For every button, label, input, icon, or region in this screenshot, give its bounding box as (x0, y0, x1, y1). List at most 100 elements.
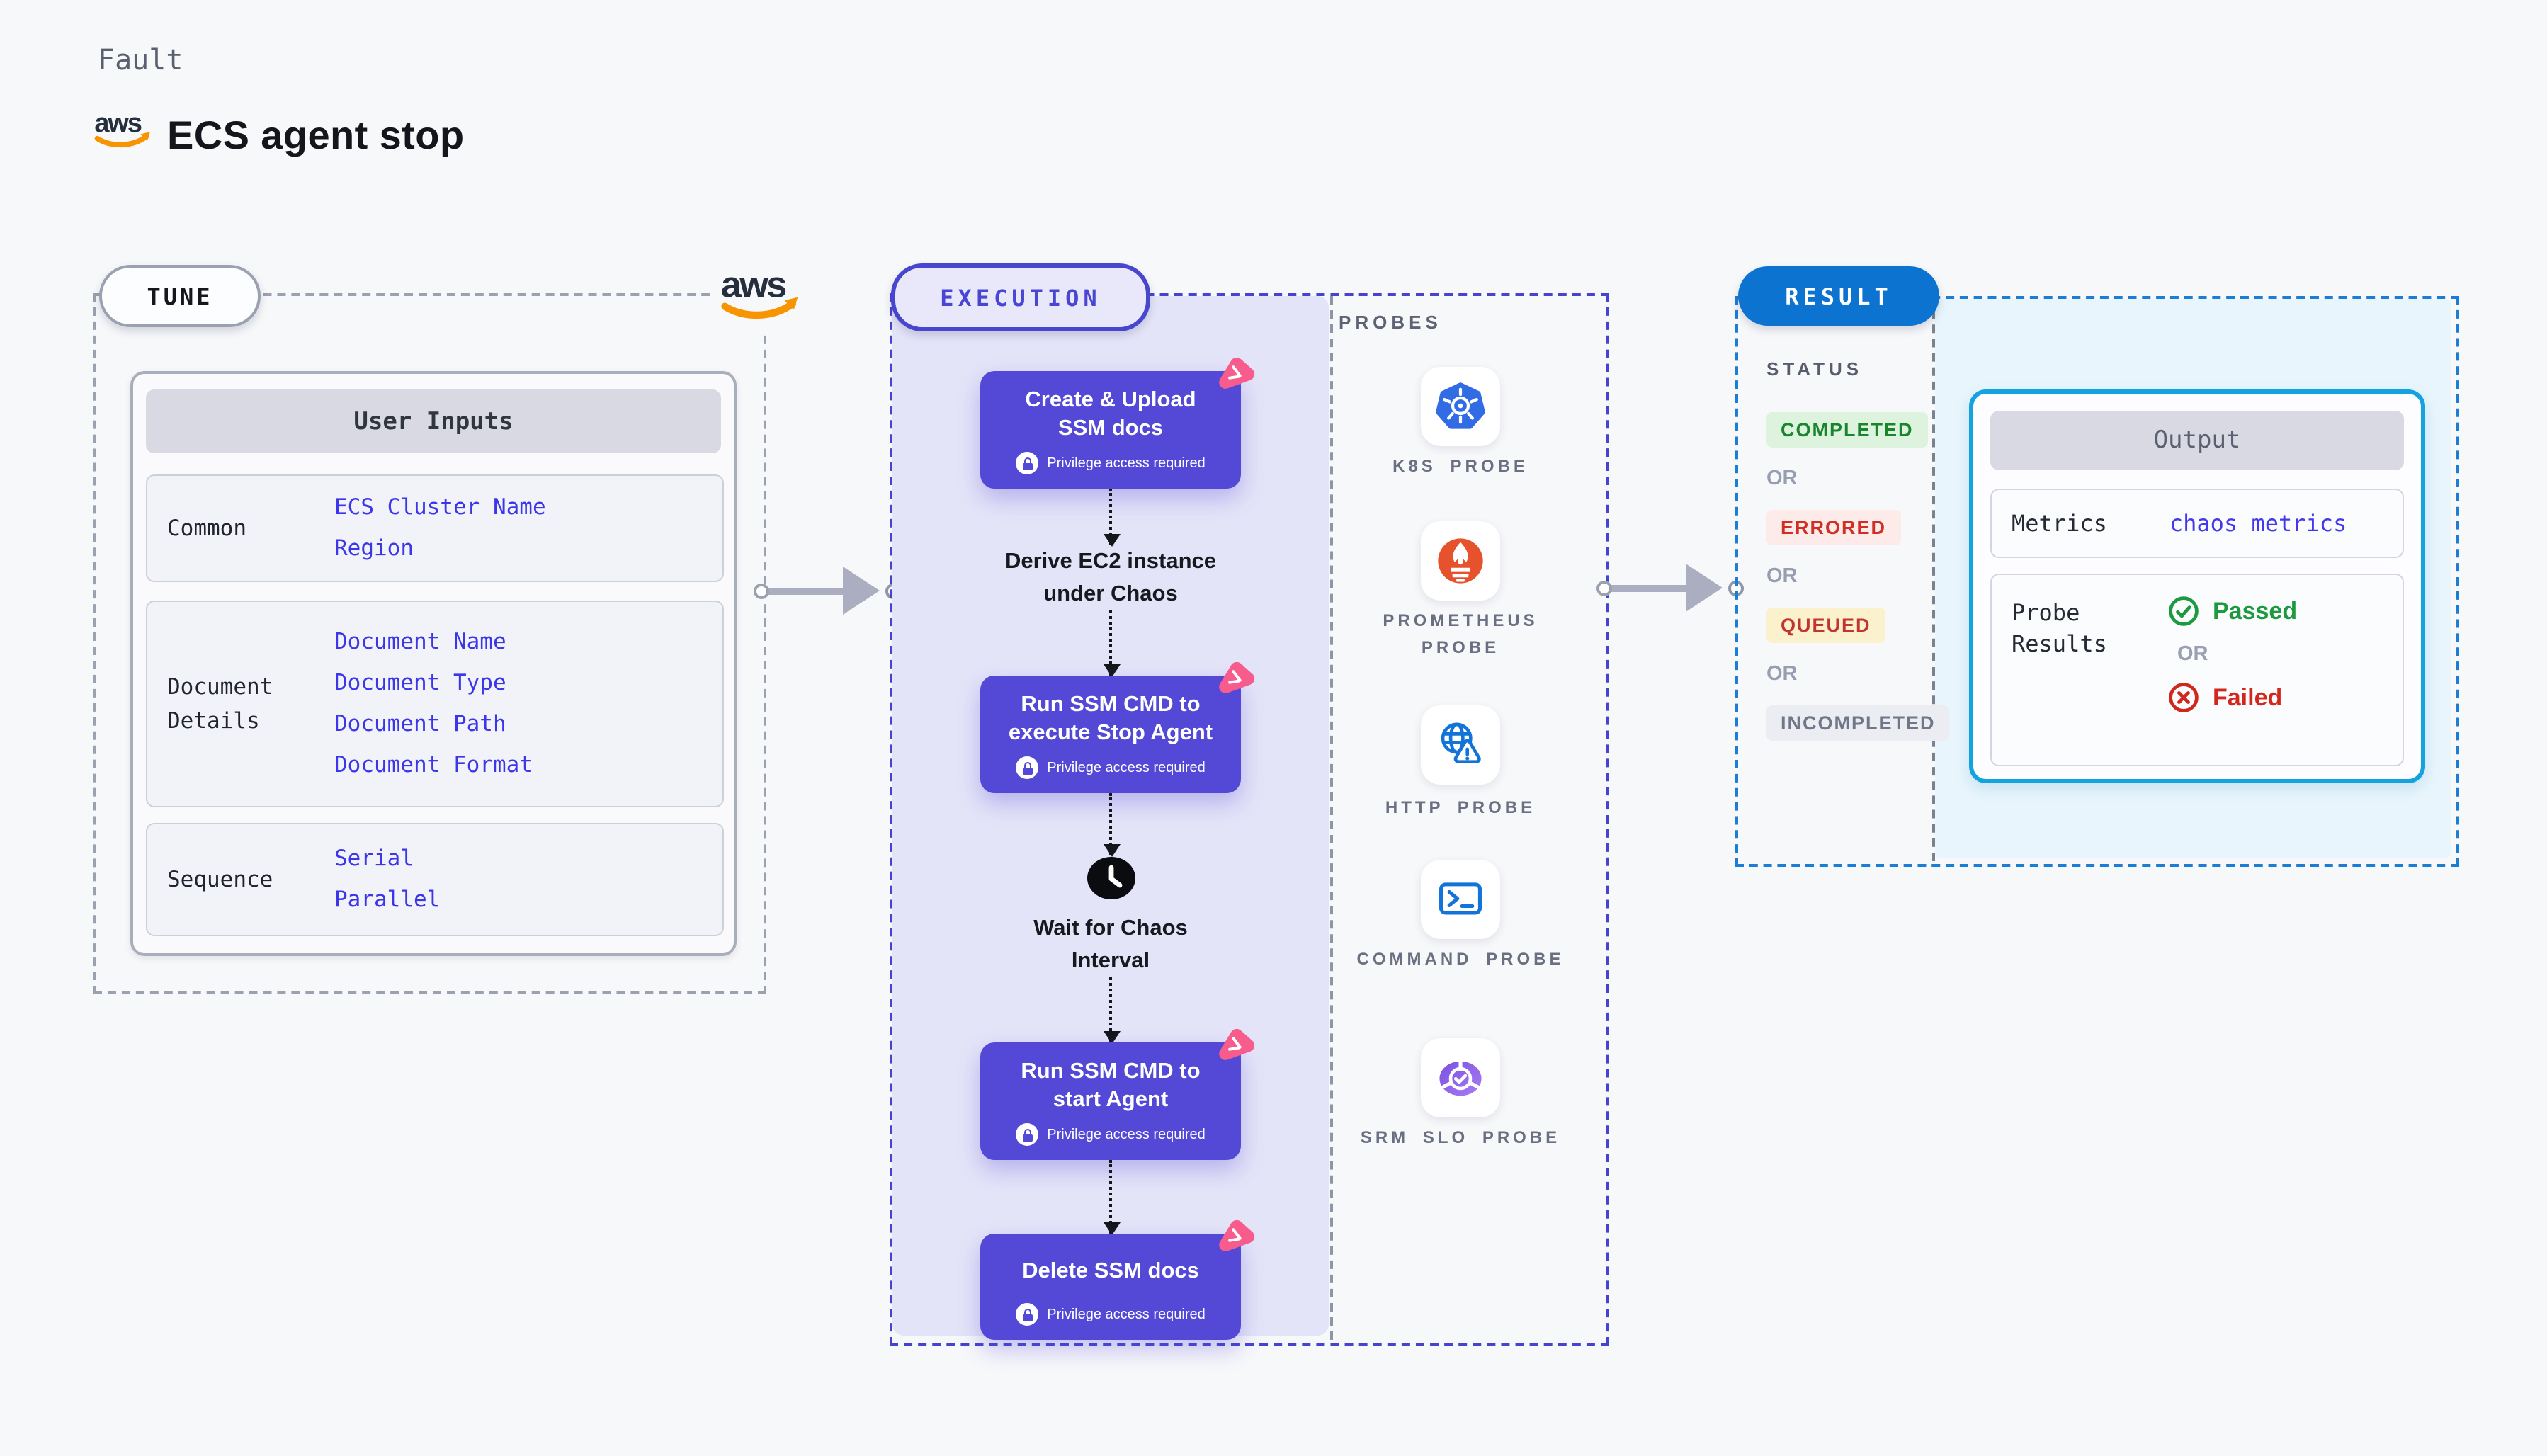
flow-connector-arrow (1104, 610, 1121, 677)
input-row-common: Common ECS Cluster Name Region (146, 474, 724, 582)
input-link[interactable]: ECS Cluster Name (334, 494, 546, 520)
input-row-values: ECS Cluster Name Region (334, 494, 546, 561)
probe-label: PROMETHEUS PROBE (1383, 610, 1538, 657)
result-section-label: RESULT (1738, 266, 1939, 326)
chaos-fault-icon (1219, 1028, 1255, 1060)
or-separator: OR (2177, 643, 2208, 666)
x-circle-icon (2169, 683, 2199, 712)
step-title: Run SSM CMD to start Agent (1021, 1059, 1201, 1112)
or-separator: OR (1766, 663, 1798, 686)
flow-connector-arrow (1104, 489, 1121, 547)
svg-text:aws: aws (721, 265, 785, 306)
execution-flow: Create & Upload SSM docs Privilege acces… (892, 296, 1329, 1340)
or-separator: OR (1766, 467, 1798, 490)
chaos-fault-icon (1219, 357, 1255, 389)
privilege-note: Privilege access required (992, 1303, 1230, 1326)
privilege-note: Privilege access required (992, 1123, 1230, 1146)
slo-donut-icon (1439, 1060, 1482, 1096)
input-link[interactable]: Serial (334, 846, 414, 871)
execution-probes-divider (1330, 296, 1333, 1340)
flow-connector-arrow (1104, 793, 1121, 857)
flow-connector-arrow (1104, 1160, 1121, 1235)
lock-icon (1016, 452, 1039, 474)
aws-logo-icon: aws (713, 252, 809, 334)
flow-connector-arrow (1104, 977, 1121, 1044)
chaos-fault-icon (1219, 1219, 1255, 1251)
privilege-note: Privilege access required (992, 756, 1230, 779)
input-link[interactable]: Document Type (334, 670, 506, 695)
probe-result-failed: Failed (2167, 681, 2282, 714)
srm-slo-probe-card (1421, 1038, 1500, 1117)
or-separator: OR (1766, 565, 1798, 588)
step-derive-ec2-instance: Derive EC2 instance under Chaos (1004, 550, 1217, 606)
input-row-values: Serial Parallel (334, 846, 441, 912)
privilege-note: Privilege access required (992, 452, 1230, 474)
probe-label: HTTP PROBE (1385, 797, 1536, 817)
http-globe-icon (1441, 722, 1481, 763)
execution-section-label: EXECUTION (891, 263, 1150, 331)
lock-icon (1016, 1303, 1039, 1326)
result-section-box (1735, 296, 2459, 867)
tune-section-label: TUNE (99, 265, 261, 327)
k8s-probe-card (1421, 367, 1500, 446)
tune-to-execution-arrow (753, 558, 900, 626)
check-circle-icon (2169, 596, 2199, 626)
kubernetes-icon (1436, 382, 1485, 429)
metrics-label: Metrics (2012, 509, 2107, 536)
input-link[interactable]: Document Format (334, 752, 533, 778)
input-row-label: Document Details (167, 674, 273, 734)
input-link[interactable]: Parallel (334, 887, 441, 912)
execution-to-result-arrow (1596, 555, 1743, 623)
step-run-ssm-cmd-start-agent: Run SSM CMD to start Agent Privilege acc… (980, 1028, 1255, 1160)
user-inputs-header: User Inputs (146, 389, 721, 453)
result-status-divider (1932, 296, 1935, 861)
step-title: Delete SSM docs (1022, 1259, 1199, 1283)
probe-label: SRM SLO PROBE (1360, 1127, 1561, 1147)
status-badge-completed: COMPLETED (1766, 412, 1928, 448)
command-probe-card (1421, 860, 1500, 939)
step-wait-for-chaos-interval: Wait for Chaos Interval (1033, 916, 1188, 973)
execution-section-box (890, 293, 1609, 1346)
input-row-label: Common (167, 516, 246, 541)
step-create-upload-ssm-docs: Create & Upload SSM docs Privilege acces… (980, 357, 1255, 489)
output-header: Output (1990, 411, 2404, 470)
chaos-fault-icon (1219, 661, 1255, 693)
terminal-icon (1439, 882, 1482, 915)
status-badge-queued: QUEUED (1766, 608, 1885, 643)
metrics-row: Metrics chaos metrics (1990, 489, 2404, 558)
http-probe-card (1421, 705, 1500, 785)
input-row-sequence: Sequence Serial Parallel (146, 823, 724, 936)
tune-section-box (93, 293, 766, 994)
svg-text:aws: aws (94, 108, 142, 138)
input-row-label: Sequence (167, 867, 273, 892)
probe-label: K8S PROBE (1392, 456, 1528, 476)
prometheus-icon (1438, 538, 1483, 584)
probe-results-values: Passed OR Failed (2167, 595, 2297, 765)
input-row-document-details: Document Details Document Name Document … (146, 601, 724, 807)
step-run-ssm-cmd-stop-agent: Run SSM CMD to execute Stop Agent Privil… (980, 661, 1255, 793)
status-badge-incompleted: INCOMPLETED (1766, 705, 1950, 741)
status-badge-errored: ERRORED (1766, 510, 1901, 545)
clock-icon (1087, 857, 1135, 899)
status-column: STATUS COMPLETED OR ERRORED OR QUEUED OR… (1766, 358, 1950, 741)
probe-results-row: Probe Results Passed OR Failed (1990, 574, 2404, 766)
probes-column-label: PROBES (1339, 312, 1442, 333)
step-title: Run SSM CMD to execute Stop Agent (1008, 693, 1213, 745)
lock-icon (1016, 1123, 1039, 1146)
output-panel: Output Metrics chaos metrics Probe Resul… (1969, 389, 2425, 783)
user-inputs-card: User Inputs Common ECS Cluster Name Regi… (130, 371, 737, 956)
status-title: STATUS (1766, 358, 1864, 380)
lock-icon (1016, 756, 1039, 779)
input-link[interactable]: Document Name (334, 629, 506, 654)
chaos-metrics-link[interactable]: chaos metrics (2169, 510, 2347, 537)
step-delete-ssm-docs: Delete SSM docs Privilege access require… (980, 1219, 1255, 1340)
aws-logo-icon: aws (93, 105, 153, 160)
probe-results-label: Probe Results (2012, 599, 2107, 657)
input-row-values: Document Name Document Type Document Pat… (334, 630, 533, 778)
probe-label: COMMAND PROBE (1356, 949, 1565, 969)
input-link[interactable]: Region (334, 535, 414, 561)
fault-eyebrow: Fault (98, 42, 183, 76)
step-title: Create & Upload SSM docs (1025, 388, 1196, 440)
input-link[interactable]: Document Path (334, 711, 506, 736)
